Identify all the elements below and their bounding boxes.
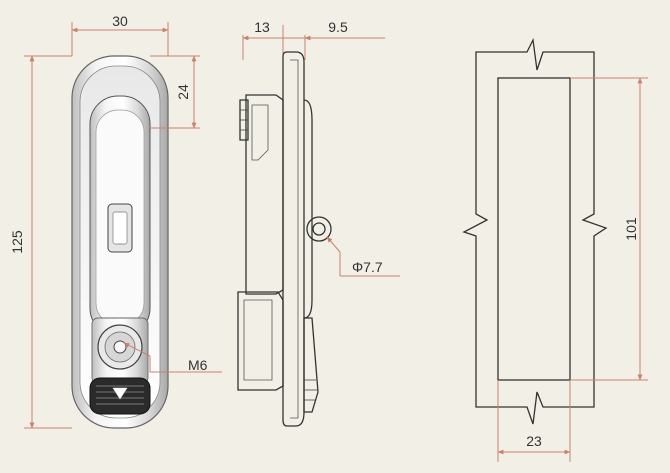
cutout-width-label: 23 <box>526 433 542 449</box>
side-cylinder-inner <box>243 299 273 381</box>
side-view: 13 9.5 Φ7.7 <box>237 19 400 427</box>
side-flange-inner <box>290 59 299 419</box>
front-height-label: 125 <box>9 230 25 254</box>
side-latch-cutout <box>251 104 269 161</box>
side-tab-ribs <box>240 109 248 131</box>
side-depth-right-label: 9.5 <box>328 19 348 35</box>
down-arrow-icon <box>112 387 128 400</box>
cutout-view: 101 23 <box>462 37 648 462</box>
panel-outline <box>462 37 608 425</box>
side-handle-profile <box>303 99 313 319</box>
cutout-height-label: 101 <box>623 217 639 241</box>
screw-size-label: M6 <box>188 357 208 373</box>
side-hole-ring <box>306 216 332 242</box>
panel-cutout <box>497 77 571 381</box>
side-hole <box>312 222 326 236</box>
front-width-label: 30 <box>112 13 128 29</box>
front-view: 30 125 24 M6 <box>9 13 222 429</box>
key-slot-inner <box>112 211 128 245</box>
side-housing <box>245 94 284 295</box>
front-top-section-label: 24 <box>175 84 191 100</box>
side-grip-ribs <box>304 379 318 401</box>
side-flange <box>282 51 305 427</box>
hole-diameter-label: Φ7.7 <box>352 259 383 275</box>
side-grip <box>303 317 319 413</box>
side-depth-left-label: 13 <box>254 19 270 35</box>
side-tab-top <box>239 99 249 141</box>
side-cylinder-housing <box>237 291 284 391</box>
